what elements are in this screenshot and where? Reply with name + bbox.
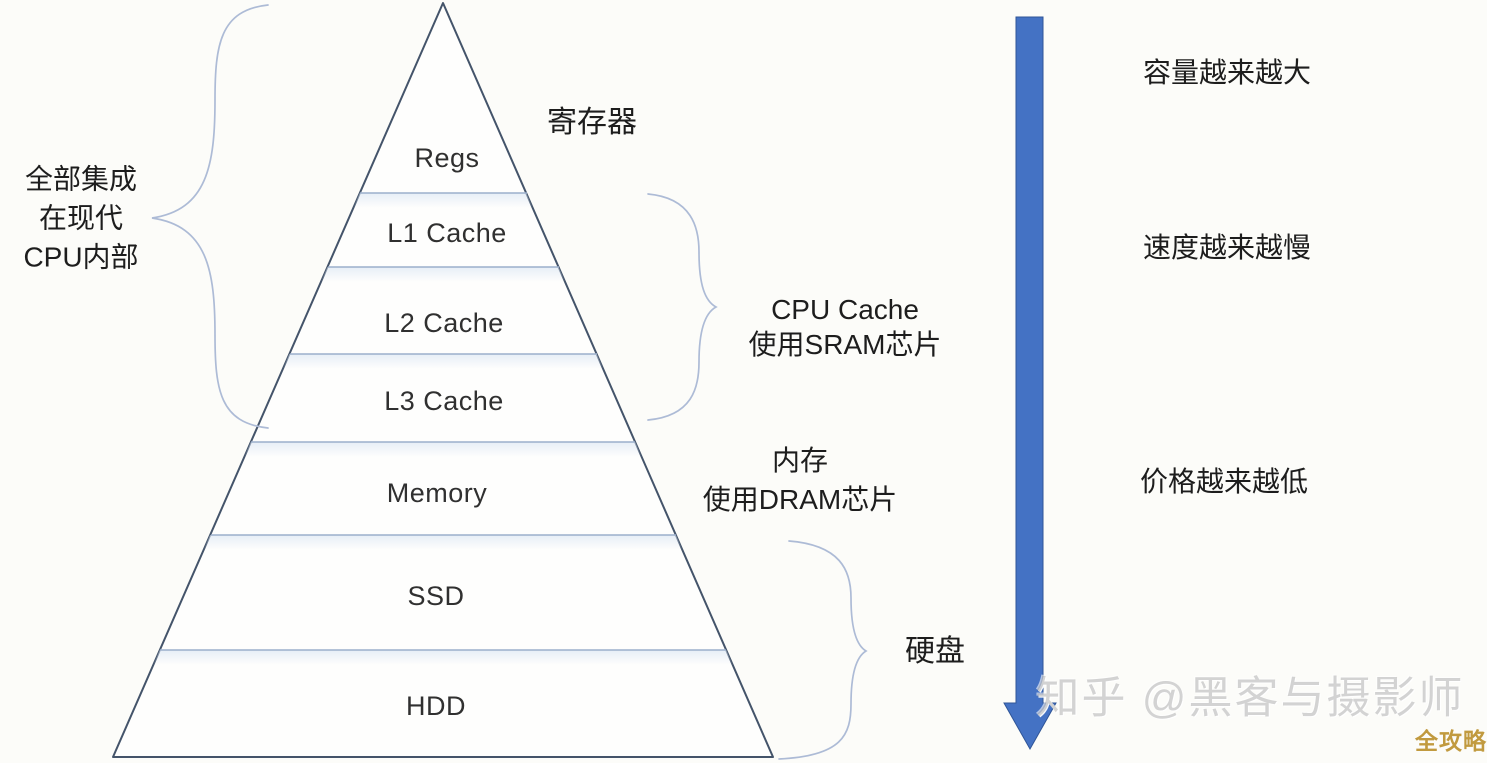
layer-label-l2-cache: L2 Cache	[384, 307, 504, 338]
callout-disk: 硬盘	[905, 635, 965, 668]
callout-main-memory-line-1: 内存	[771, 445, 829, 476]
callout-cpu-cache-line-2: 使用SRAM芯片	[748, 329, 942, 360]
integrated-brace	[151, 4, 269, 429]
callout-cpu-cache: CPU Cache 使用SRAM芯片	[749, 292, 942, 362]
down-arrow	[1003, 16, 1057, 751]
layer-label-regs: Regs	[414, 142, 480, 173]
callout-register: 寄存器	[547, 106, 637, 139]
trend-label-price: 价格越来越低	[1139, 466, 1309, 498]
callout-integrated-line-2: 在现代	[38, 202, 123, 234]
watermark-badge: 全攻略	[1415, 728, 1487, 755]
layer-label-hdd: HDD	[406, 690, 466, 721]
layer-label-l3-cache: L3 Cache	[384, 385, 504, 416]
trend-label-capacity: 容量越来越大	[1142, 57, 1312, 89]
layer-label-ssd: SSD	[407, 580, 465, 611]
disk-brace	[778, 540, 868, 760]
layer-divider-lines	[160, 192, 726, 651]
callout-integrated-line-1: 全部集成	[24, 163, 137, 195]
callout-main-memory: 内存 使用DRAM芯片	[703, 441, 897, 519]
callout-integrated-line-3: CPU内部	[23, 241, 139, 273]
pyramid-outline	[112, 2, 774, 758]
cpu-cache-brace	[647, 193, 718, 421]
callout-main-memory-line-2: 使用DRAM芯片	[702, 484, 898, 515]
layer-label-l1-cache: L1 Cache	[387, 217, 507, 248]
callout-cpu-cache-line-1: CPU Cache	[771, 294, 919, 325]
trend-label-speed: 速度越来越慢	[1142, 232, 1312, 264]
callout-integrated: 全部集成 在现代 CPU内部	[23, 160, 138, 277]
watermark-author: 知乎 @黑客与摄影师	[1035, 673, 1465, 723]
layer-label-memory: Memory	[386, 477, 488, 508]
